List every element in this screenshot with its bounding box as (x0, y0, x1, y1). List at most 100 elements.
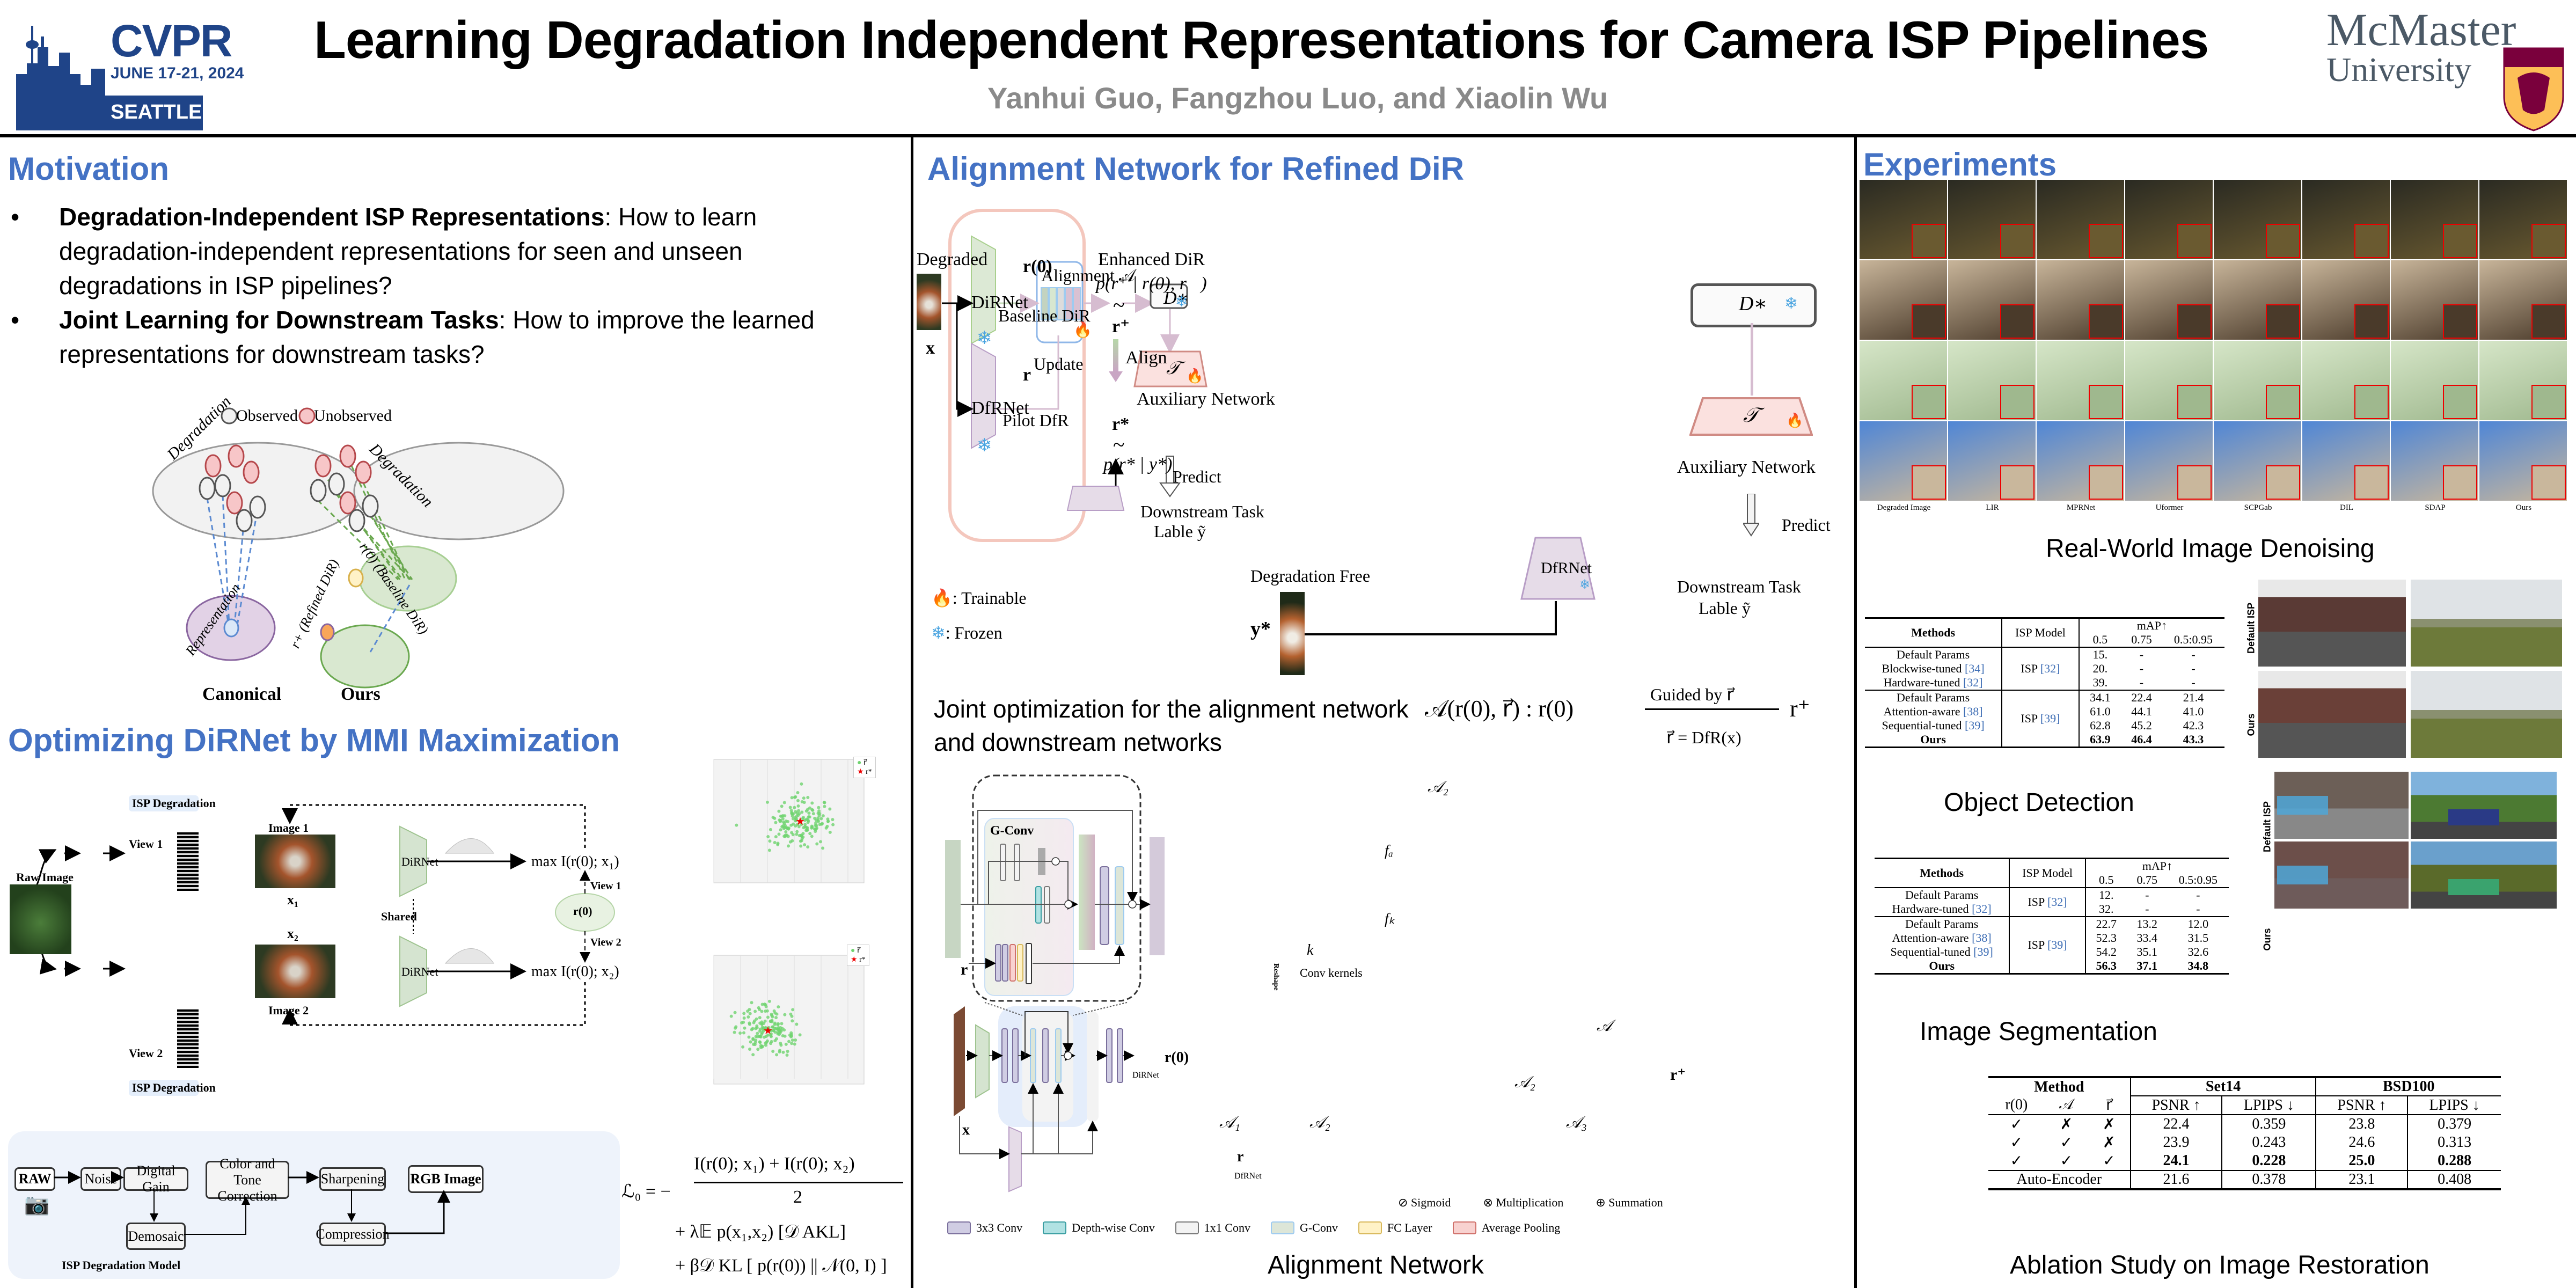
scatter-point (774, 1016, 778, 1020)
cell-value: 0.359 (2222, 1115, 2317, 1133)
zoom-inset (2354, 385, 2389, 419)
cell-method: Attention-aware [38] (1875, 931, 2010, 945)
isp-ref-link[interactable]: [32] (2047, 895, 2067, 909)
predict-text: Predict (1782, 515, 1831, 535)
target-star-marker: ★ (763, 1025, 773, 1037)
scatter-plot-1-canvas: ★ (713, 759, 865, 883)
scatter-point (783, 1034, 787, 1038)
det-image-street-default (2258, 580, 2406, 667)
trainable-icon: 🔥 (1073, 321, 1092, 338)
denoise-tile (1948, 341, 2036, 420)
cell-value: 32. (2099, 902, 2114, 916)
method-ref-link[interactable]: [38] (1972, 931, 1992, 945)
scatter-plot-1: ★ ● r⃗ ★ r* (703, 749, 885, 915)
scatter-point (748, 1047, 752, 1051)
cell-value: 63.9 (2090, 733, 2111, 746)
downstream-task-label: Downstream Task (1140, 502, 1264, 521)
scatter-point (741, 1045, 745, 1049)
method-ref-link[interactable]: [39] (1973, 945, 1993, 958)
cell-method: Ours (1875, 959, 2010, 974)
zoom-inset (2531, 465, 2566, 500)
poster-title: Learning Degradation Independent Represe… (314, 10, 2209, 69)
zoom-inset (2354, 304, 2389, 339)
eq-rhs: r⁺ (1790, 696, 1810, 722)
scatter-point (796, 791, 800, 795)
dirnet-label: DiRNet (971, 292, 1028, 312)
legend-item: FC Layer (1358, 1221, 1432, 1235)
eq-under: r⃗ = DfR(x) (1666, 728, 1741, 747)
detection-caption: Object Detection (1944, 788, 2134, 817)
denoise-tile (2125, 260, 2213, 340)
isp-ref-link[interactable]: [39] (2040, 712, 2060, 725)
scatter-point (795, 1022, 799, 1026)
view1-side-label: View 1 (590, 880, 621, 892)
legend-unobserved: Unobserved (314, 407, 392, 425)
scatter-point (767, 1026, 771, 1029)
scatter-point (753, 1009, 757, 1013)
arch-dfrnet-label: DfRNet (1234, 1172, 1262, 1181)
scatter-point (768, 839, 772, 843)
isp-name: ISP (2028, 938, 2047, 952)
frozen-icon: ❄ (977, 328, 992, 348)
method-ref-link[interactable]: [38] (1963, 705, 1983, 718)
cell-value: 22.7 (2096, 917, 2117, 931)
cell-value: 42.3 (2183, 719, 2204, 732)
alignment-overview-diagram: Degraded x DiRNet DfRNet ❄ ❄ r(0) Baseli… (912, 188, 1851, 542)
cell-method: Attention-aware [38] (1865, 705, 2003, 719)
bullet-body: : How to learn degradation-independent r… (59, 203, 757, 299)
method-ref-link[interactable]: [32] (1972, 902, 1992, 916)
scatter-point (797, 812, 801, 816)
cell-flag: ✓ (2088, 1152, 2131, 1170)
p-rstar-label: p(r* | y*) (1103, 455, 1173, 474)
col-component: r(0) (2005, 1096, 2028, 1113)
frozen-icon: ❄ (977, 435, 992, 456)
dirnet-label-2: DiRNet (401, 965, 438, 978)
scatter-point (752, 1021, 756, 1024)
denoise-tile (2391, 180, 2478, 259)
col-map: mAP↑ (2142, 859, 2172, 873)
scatter-point (776, 1023, 780, 1027)
det-image-field-default (2411, 580, 2562, 667)
fa-label: fₐ (1385, 843, 1393, 859)
r0-label: r(0) (573, 904, 592, 918)
scatter-point (804, 809, 808, 813)
alignment-equation: 𝒜(r(0), r⃗) : r(0) Guided by r⃗ r⁺ r⃗ = … (1425, 685, 1843, 770)
scatter-point (791, 1019, 794, 1023)
col-threshold: 0.75 (2131, 633, 2152, 646)
method-ref-link[interactable]: [34] (1965, 662, 1985, 675)
method-name: Hardware-tuned (1892, 902, 1972, 916)
isp-step-compression: Compression (316, 1223, 390, 1246)
scatter-point (747, 1015, 750, 1019)
scatter-point (807, 819, 810, 823)
multiplication-icon: ⊗ (1483, 1196, 1493, 1209)
isp-ref-link[interactable]: [32] (2040, 662, 2060, 675)
loss-denominator: 2 (793, 1187, 802, 1207)
x2-label: x₂ (287, 926, 298, 941)
scatter-point (800, 823, 803, 826)
mmi-diagram: Raw Image ISP Degradation ISP Degradatio… (0, 751, 698, 1127)
degradation-free-label: Degradation Free (1250, 566, 1371, 586)
scatter-point (802, 796, 806, 800)
scatter-point (793, 806, 796, 809)
denoise-tile (2302, 421, 2390, 501)
scatter-point (810, 808, 814, 811)
method-ref-link[interactable]: [39] (1965, 719, 1985, 732)
alignment-title: Alignment Network for Refined DiR (927, 151, 1465, 187)
denoise-tile (1860, 260, 1947, 340)
denoise-tile (2391, 421, 2478, 501)
scatter-point (782, 801, 786, 804)
denoise-tile (1860, 421, 1947, 501)
scatter-point (801, 832, 805, 836)
cell-method: Sequential-tuned [39] (1875, 945, 2010, 959)
scatter-point (800, 810, 804, 814)
scatter-point (776, 843, 780, 846)
denoise-tile (1948, 260, 2036, 340)
isp-ref-link[interactable]: [39] (2047, 938, 2067, 952)
isp-degradation-label-top: ISP Degradation (132, 796, 216, 810)
method-ref-link[interactable]: [32] (1963, 676, 1983, 689)
